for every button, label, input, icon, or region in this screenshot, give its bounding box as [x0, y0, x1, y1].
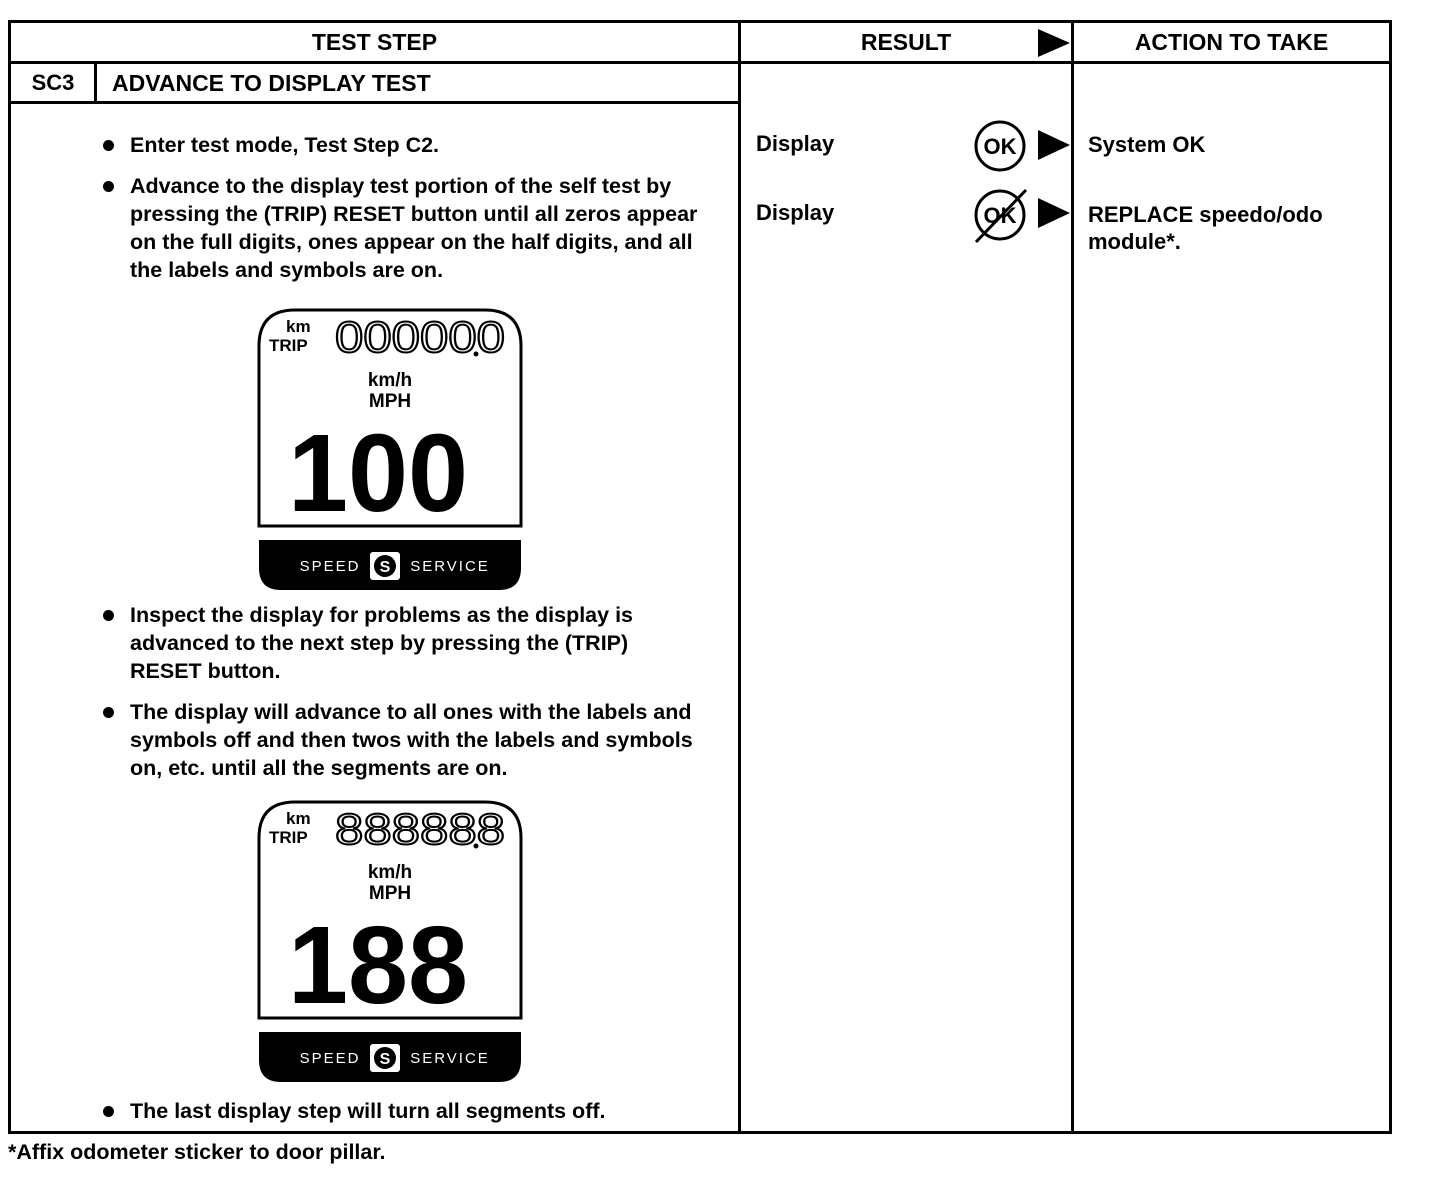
lcd-decimal-dot	[473, 843, 479, 849]
not-ok-circle-icon: OK	[974, 188, 1028, 244]
svg-text:S: S	[380, 559, 391, 576]
column-divider-2	[1071, 20, 1074, 1134]
header-arrow-icon	[1038, 29, 1070, 57]
lcd-speed-unit-kmh: km/h	[368, 370, 412, 391]
action-text: REPLACE speedo/odo module*.	[1088, 202, 1323, 254]
svg-text:S: S	[380, 1051, 391, 1068]
ok-circle-icon: OK	[974, 120, 1026, 172]
step-code-divider	[94, 61, 97, 103]
lcd-km-label: km	[286, 809, 311, 828]
lcd-speed-value: 188	[288, 904, 468, 1027]
header-result: RESULT	[741, 23, 1071, 61]
step-code: SC3	[31, 70, 75, 95]
lcd-display-illustration: km TRIP 888888 km/h MPH 188 SPEED S SERV…	[257, 800, 523, 1082]
lcd-odometer: 000000	[335, 313, 505, 362]
lcd-speed-unit-kmh: km/h	[368, 862, 412, 883]
column-divider-1	[738, 20, 741, 1134]
header-action: ACTION TO TAKE	[1134, 28, 1329, 55]
lcd-decimal-dot	[473, 351, 479, 357]
result-arrow-icon	[1038, 130, 1070, 160]
lcd-service-label: SERVICE	[410, 558, 490, 575]
bullet-text: Enter test mode, Test Step C2.	[130, 133, 440, 157]
result-arrow-icon	[1038, 198, 1070, 228]
bullet-dot	[103, 707, 114, 718]
footnote: *Affix odometer sticker to door pillar.	[8, 1140, 386, 1164]
result-label: Display	[756, 131, 835, 156]
bullet-item: The display will advance to all ones wit…	[103, 698, 713, 782]
bullet-item: Enter test mode, Test Step C2.	[103, 131, 723, 159]
lcd-display-illustration: km TRIP 000000 km/h MPH 100 SPEED S SERV…	[257, 308, 523, 590]
lcd-speed-unit-mph: MPH	[369, 883, 411, 904]
lcd-odometer: 888888	[335, 805, 505, 854]
svg-text:OK: OK	[984, 134, 1017, 159]
bullet-dot	[103, 610, 114, 621]
lcd-service-label: SERVICE	[410, 1050, 490, 1067]
bullet-text: The last display step will turn all segm…	[130, 1099, 606, 1123]
result-label: Display	[756, 200, 835, 225]
header-result-label: RESULT	[860, 28, 952, 55]
test-table	[8, 20, 1392, 1134]
lcd-trip-label: TRIP	[269, 336, 308, 355]
bullet-text: The display will advance to all ones wit…	[130, 700, 693, 780]
bullet-dot	[103, 1106, 114, 1117]
bullet-text: Inspect the display for problems as the …	[130, 603, 634, 683]
action-text: System OK	[1088, 132, 1206, 157]
header-rule	[8, 61, 1392, 64]
lcd-speed-label: SPEED	[300, 558, 361, 575]
bullet-dot	[103, 140, 114, 151]
lcd-speed-unit-mph: MPH	[369, 391, 411, 412]
bullet-item: Inspect the display for problems as the …	[103, 601, 703, 685]
bullet-item: The last display step will turn all segm…	[103, 1097, 723, 1125]
bullet-dot	[103, 181, 114, 192]
bullet-item: Advance to the display test portion of t…	[103, 172, 713, 284]
step-title: ADVANCE TO DISPLAY TEST	[112, 69, 431, 96]
lcd-trip-label: TRIP	[269, 828, 308, 847]
lcd-km-label: km	[286, 317, 311, 336]
lcd-speed-label: SPEED	[300, 1050, 361, 1067]
lcd-outline	[257, 800, 523, 1020]
step-title-rule	[8, 101, 741, 104]
header-test-step: TEST STEP	[311, 28, 438, 55]
bullet-text: Advance to the display test portion of t…	[130, 174, 698, 282]
lcd-speed-value: 100	[288, 412, 468, 535]
lcd-outline	[257, 308, 523, 528]
